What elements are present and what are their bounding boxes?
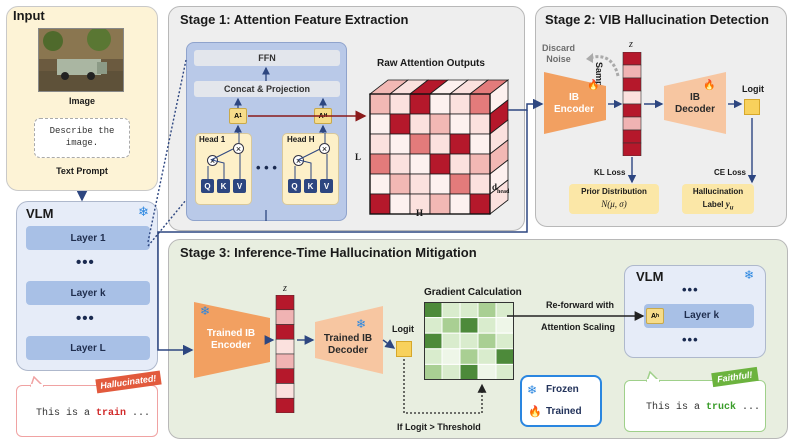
stage3-latent-z-bar — [275, 295, 295, 413]
faithful-output-box — [624, 380, 766, 432]
stage3-vlm-snowflake-icon: ❄ — [744, 268, 755, 282]
speech-tail-icon — [30, 376, 44, 387]
raw-attention-cube — [368, 79, 510, 215]
concat-box: Concat & Projection — [194, 81, 340, 97]
trained-decoder-snowflake-icon: ❄ — [356, 317, 367, 331]
ib-encoder-label: IB Encoder — [553, 92, 594, 115]
input-title: Input — [13, 8, 45, 23]
head-1-q: Q — [201, 179, 214, 193]
ib-encoder-shape — [544, 72, 606, 134]
legend-box — [520, 375, 602, 427]
gradient-title: Gradient Calculation — [424, 287, 522, 298]
head-1-mul-top: × — [233, 143, 244, 154]
vlm-dots-1: ••• — [76, 254, 95, 271]
vlm-layer-l[interactable]: Layer L — [26, 336, 150, 360]
trained-encoder-label: Trained IB Encoder — [206, 328, 256, 351]
prompt-label: Text Prompt — [56, 166, 108, 176]
faithful-word: truck — [706, 402, 737, 413]
head-h-mul-top: × — [319, 143, 330, 154]
raw-attention-title: Raw Attention Outputs — [377, 58, 485, 69]
snowflake-icon: ❄ — [138, 204, 149, 219]
prompt-box[interactable]: Describe the image. — [34, 118, 130, 158]
head-1-label: Head 1 — [199, 135, 226, 144]
hallucination-label-box — [682, 184, 754, 214]
stage2-logit-box — [744, 99, 760, 115]
attention-scaling-label: Attention Scaling — [541, 322, 615, 332]
stage1-title: Stage 1: Attention Feature Extraction — [180, 12, 409, 27]
vlm-layer-1[interactable]: Layer 1 — [26, 226, 150, 250]
legend-fire-icon: 🔥 — [528, 406, 542, 418]
hallucination-label-sub: Label yu — [702, 199, 734, 212]
axis-h-label: H — [416, 208, 424, 218]
faithful-speech-tail-icon — [646, 371, 660, 382]
ce-loss-label: CE Loss — [714, 168, 747, 177]
image-label: Image — [68, 96, 95, 106]
stage2-title: Stage 2: VIB Hallucination Detection — [545, 12, 769, 27]
head-h-q: Q — [288, 179, 301, 193]
threshold-label: If Logit > Threshold — [397, 422, 481, 432]
stage2-logit-label: Logit — [742, 84, 764, 94]
discard-noise-label: Discard Noise — [542, 43, 576, 64]
prior-distribution-box — [569, 184, 659, 214]
ib-decoder-label: IB Decoder — [674, 92, 715, 115]
legend-snowflake-icon: ❄ — [527, 383, 538, 397]
truck-photo-icon — [39, 29, 123, 91]
vlm-title: VLM — [26, 206, 54, 221]
ib-encoder-fire-icon: 🔥 — [587, 80, 600, 91]
prior-title: Prior Distribution — [581, 187, 647, 196]
vlm-dots-2: ••• — [76, 310, 95, 327]
discard-arrow-icon — [586, 53, 620, 77]
input-image — [38, 28, 124, 92]
head-h-v: V — [320, 179, 333, 193]
stage2-z-label: z — [629, 39, 633, 50]
head-h-mul-mid: × — [293, 155, 304, 166]
legend-trained-label: Trained — [546, 406, 582, 417]
kl-loss-label: KL Loss — [594, 168, 626, 177]
stage3-vlm-dots-top: ••• — [682, 282, 699, 297]
stage3-vlm-layer-label: Layer k — [684, 310, 720, 321]
trained-encoder-snowflake-icon: ❄ — [200, 304, 211, 318]
axis-l-label: L — [355, 152, 362, 162]
head-wiring — [207, 133, 328, 179]
gradient-grid — [424, 302, 514, 380]
head-h-label: Head H — [287, 135, 315, 144]
stage3-z-label: z — [283, 283, 287, 294]
trained-decoder-shape — [315, 306, 383, 374]
faithful-text: This is a truck ... — [646, 402, 761, 413]
stage2-arrows — [608, 99, 757, 184]
ib-decoder-shape — [664, 72, 726, 134]
stage3-logit-label: Logit — [392, 324, 414, 334]
head-1-v: V — [233, 179, 246, 193]
legend-frozen-label: Frozen — [546, 384, 579, 395]
trained-encoder-shape — [194, 302, 270, 378]
heads-dots: • • • — [256, 160, 277, 175]
stage3-logit-box — [396, 341, 412, 357]
stage3-title: Stage 3: Inference-Time Hallucination Mi… — [180, 245, 477, 260]
attention-red-arrow — [248, 110, 367, 122]
prior-formula: N(μ, σ) — [601, 199, 627, 209]
reforward-label: Re-forward with — [546, 300, 615, 310]
hallucinated-output-box — [16, 385, 158, 437]
latent-z-bar — [622, 52, 642, 156]
vlm-layer-k[interactable]: Layer k — [26, 281, 150, 305]
hallucination-label-title: Hallucination — [692, 187, 744, 196]
trained-decoder-label: Trained IB Decoder — [323, 333, 373, 356]
ffn-box: FFN — [194, 50, 340, 66]
hallucinated-text: This is a train ... — [36, 408, 151, 419]
ib-decoder-fire-icon: 🔥 — [703, 80, 716, 91]
hallucinated-word: train — [96, 408, 127, 419]
head-h-k: K — [304, 179, 317, 193]
stage3-vlm-dots-bottom: ••• — [682, 332, 699, 347]
stage3-vlm-title: VLM — [636, 269, 664, 284]
head-1-k: K — [217, 179, 230, 193]
prompt-text: Describe the image. — [49, 126, 115, 148]
axis-d-label: dhead — [492, 182, 510, 195]
